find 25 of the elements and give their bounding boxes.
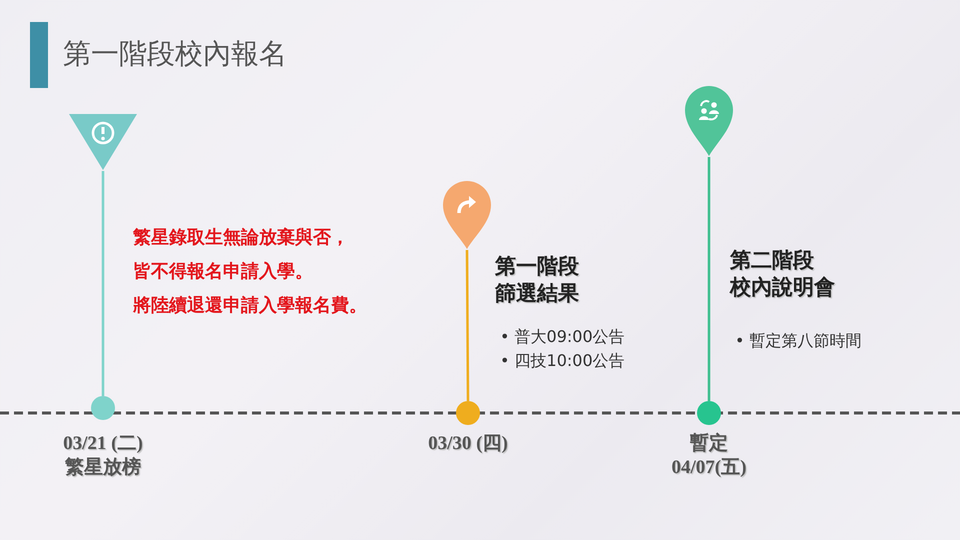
- bullet-item: • 暫定第八節時間: [735, 330, 862, 352]
- connector-line: [102, 171, 104, 396]
- stage-heading: 第二階段: [730, 247, 814, 274]
- connector-line: [708, 157, 710, 401]
- date-label: 03/21 (二): [62, 432, 144, 456]
- notice-text: 皆不得報名申請入學。: [133, 261, 313, 283]
- location-pin: [442, 180, 492, 250]
- timeline-dot: [456, 401, 480, 425]
- date-label: 暫定: [689, 432, 729, 456]
- stage-heading: 第一階段: [495, 253, 579, 280]
- bullet-item: • 普大09:00公告: [500, 326, 625, 348]
- location-pin: [684, 85, 734, 157]
- notice-text: 將陸續退還申請入學報名費。: [133, 295, 367, 317]
- stage-heading: 校內說明會: [730, 274, 835, 301]
- timeline-dot: [91, 396, 115, 420]
- slide-title: 第一階段校內報名: [63, 36, 287, 72]
- bullet-item: • 四技10:00公告: [500, 350, 625, 372]
- triangle-marker: [68, 113, 138, 171]
- date-label: 03/30 (四): [427, 432, 509, 456]
- connector-line: [466, 250, 470, 401]
- date-label: 04/07(五): [670, 456, 748, 480]
- notice-text: 繁星錄取生無論放棄與否，: [133, 227, 349, 249]
- stage-heading: 篩選結果: [495, 280, 579, 307]
- timeline-dot: [697, 401, 721, 425]
- date-label: 繁星放榜: [64, 456, 142, 480]
